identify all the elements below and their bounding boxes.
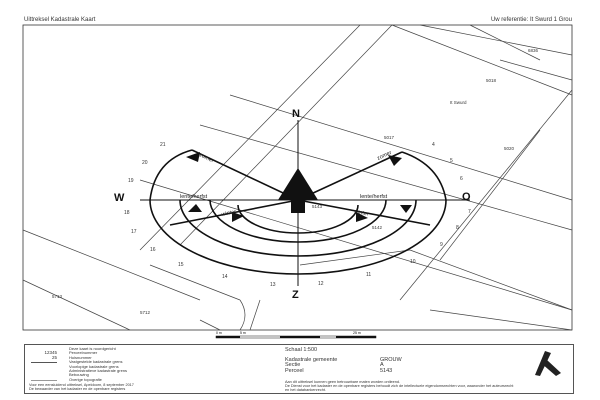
legend-item: Administratieve kadastrale grens (29, 367, 128, 373)
season-markers (186, 152, 412, 222)
parcel-number: 5713 (52, 294, 63, 299)
season-label: winter (353, 209, 370, 218)
hour-mark: 20 (142, 160, 148, 166)
scale-text: Schaal 1:500 (285, 347, 318, 353)
hour-mark: 14 (222, 274, 228, 280)
triangle-icon (188, 204, 202, 212)
compass-west: W (114, 192, 125, 204)
municipality-label: Kadastrale gemeente (285, 356, 338, 363)
legend-label: Administratieve kadastrale grens (69, 367, 128, 373)
legend-item: Overige topografie (29, 376, 127, 382)
legend-label: Voorlopige kadastrale grens (69, 363, 119, 369)
compass-east: O (462, 191, 471, 203)
hour-marks: 21 20 19 18 17 16 15 14 13 12 11 10 9 8 … (124, 142, 471, 288)
legend-item: 12345 Perceelnummer (29, 350, 127, 356)
scale-mid: 5 m (240, 331, 246, 335)
hour-mark: 19 (128, 178, 134, 184)
hour-mark: 15 (178, 262, 184, 268)
parcel-number: 5020 (504, 146, 515, 151)
hour-mark: 21 (160, 142, 166, 148)
street-name: It Swurd (450, 100, 467, 105)
parcel-number: 5143 (312, 204, 323, 209)
compass-arrow-icon (278, 168, 318, 213)
parcel-label: Perceel (285, 367, 304, 374)
season-label: winter (220, 209, 237, 218)
parcel-value: 5143 (380, 367, 393, 374)
section-value: A (380, 362, 384, 368)
parcel-number: 6836 (528, 48, 539, 53)
scale-bar: 0 m 5 m 25 m (215, 331, 377, 339)
hour-mark: 16 (150, 247, 156, 253)
parcel-number: 5018 (486, 78, 497, 83)
legend-panel: Deze kaart is noordgericht 12345 Perceelnu… (24, 344, 574, 394)
legend-item: Bebouwing (29, 372, 127, 378)
legend-label: Overige topografie (69, 376, 102, 382)
parcel-number: 5017 (384, 135, 395, 140)
legend-item: 25 Huisnummer (29, 354, 127, 360)
hour-mark: 4 (432, 142, 435, 148)
disclaimer: Aan dit uittreksel kunnen geen betrouwba… (285, 380, 515, 393)
triangle-icon (186, 152, 200, 162)
triangle-icon (232, 212, 244, 222)
disclaimer-line: Aan dit uittreksel kunnen geen betrouwba… (285, 380, 401, 384)
compass-south: Z (292, 289, 299, 301)
legend-item: Voorlopige kadastrale grens (29, 363, 127, 369)
hour-mark: 13 (270, 282, 276, 288)
reference: Uw referentie: It Swurd 1 Grou (490, 17, 572, 23)
hour-mark: 11 (366, 272, 371, 278)
legend-item: Vastgestelde kadastrale grens (29, 359, 127, 365)
parcel-number: 5712 (140, 310, 151, 315)
legend-label: Perceelnummer (69, 350, 98, 356)
triangle-icon (388, 155, 402, 166)
legend-label: Vastgestelde kadastrale grens (69, 359, 123, 365)
legend-footer: Voor een eensluidend uittreksel, Apeldoo… (29, 383, 134, 391)
hour-mark: 17 (131, 229, 137, 235)
legend-symbol: 25 (51, 354, 57, 360)
disclaimer-line: De Dienst voor het kadaster en de openba… (285, 384, 514, 393)
season-label: lente/herfst (180, 194, 208, 200)
legend-label: Deze kaart is noordgericht (69, 346, 116, 351)
map-title: Uittreksel Kadastrale Kaart (24, 17, 96, 23)
hour-mark: 6 (460, 176, 463, 182)
hour-mark: 10 (410, 259, 416, 265)
hour-mark: 7 (468, 209, 471, 215)
legend-symbol (29, 378, 57, 382)
legend-label: Bebouwing (69, 372, 89, 378)
parcel-boundaries (22, 24, 573, 331)
hour-mark: 8 (456, 225, 459, 231)
section-label: Sectie (285, 362, 301, 368)
registrar-text: De bewaarder van het kadaster en de open… (29, 387, 126, 392)
triangle-icon (400, 205, 412, 213)
hour-mark: 18 (124, 210, 130, 216)
hour-mark: 12 (318, 281, 324, 287)
legend-symbol: 12345 (44, 350, 57, 356)
season-label: zomer (198, 152, 215, 164)
parcel-number: 5142 (372, 225, 383, 230)
municipality-value: GROUW (380, 356, 402, 363)
certification-text: Voor een eensluidend uittreksel, Apeldoo… (29, 383, 134, 387)
scale-start: 0 m (216, 331, 222, 335)
triangle-icon (356, 212, 368, 222)
legend-symbol (29, 360, 57, 364)
season-label: lente/herfst (360, 194, 388, 200)
season-label: zomer (376, 150, 393, 162)
parcel-info: Schaal 1:500 Kadastrale gemeente GROUW Se… (285, 347, 402, 374)
legend-items: Deze kaart is noordgericht 12345 Perceelnu… (29, 346, 128, 382)
scale-end: 25 m (353, 331, 361, 335)
kadaster-logo (535, 351, 561, 376)
legend-label: Huisnummer (69, 354, 92, 360)
legend-item: Deze kaart is noordgericht (29, 346, 127, 351)
hour-mark: 5 (450, 158, 453, 164)
hour-mark: 9 (440, 242, 443, 248)
compass-north: N (292, 108, 300, 120)
